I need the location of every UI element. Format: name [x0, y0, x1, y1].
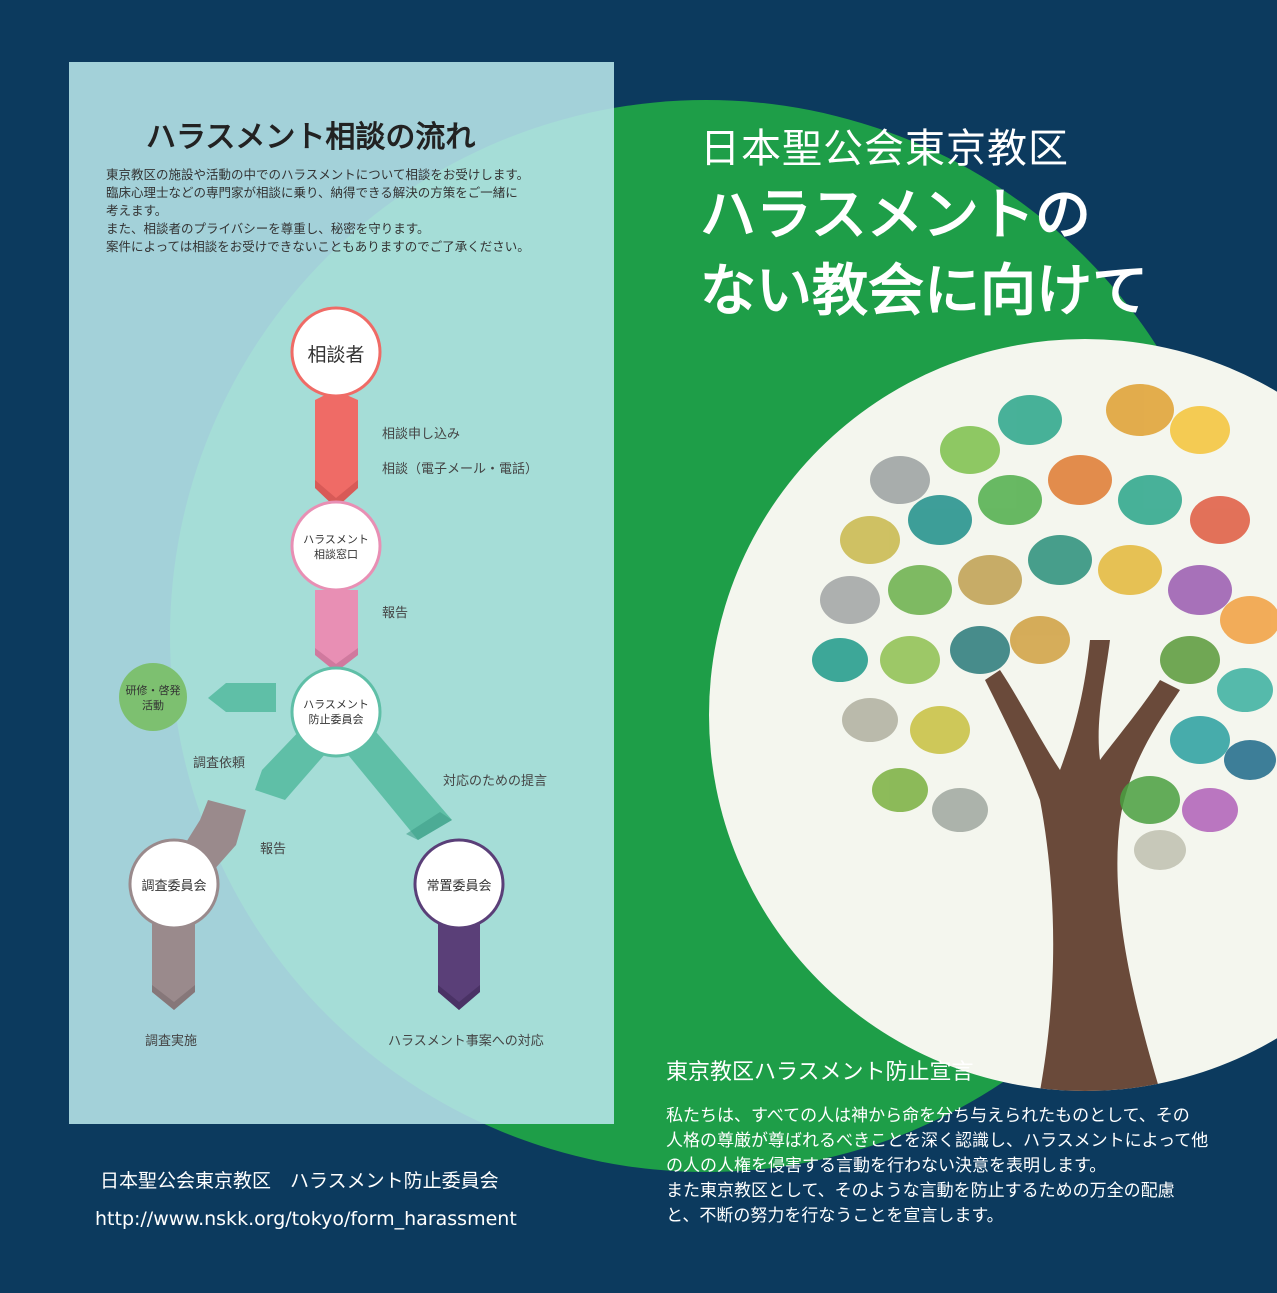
label-report2: 報告 [260, 842, 287, 857]
arrow-apply [315, 390, 358, 508]
declaration-line: また東京教区として、そのような言動を防止するための万全の配慮 [666, 1181, 1175, 1201]
arrow-training [208, 683, 276, 712]
node-committee-line2: 防止委員会 [308, 713, 364, 726]
intro-line: 臨床心理士などの専門家が相談に乗り、納得できる解決の方策をご一緒に [106, 185, 518, 200]
node-training-line2: 活動 [142, 699, 164, 712]
arrow-proposal [340, 725, 452, 840]
node-investigation: 調査委員会 [141, 879, 207, 894]
node-training-line1: 研修・啓発 [125, 684, 181, 697]
flow-title: ハラスメント相談の流れ [146, 120, 476, 155]
footer-url[interactable]: http://www.nskk.org/tokyo/form_harassmen… [95, 1208, 517, 1230]
arrow-report1 [315, 590, 358, 672]
declaration-line: の人の人権を侵害する言動を行わない決意を表明します。 [666, 1156, 1107, 1176]
node-window: ハラスメント 相談窓口 [292, 532, 380, 562]
node-committee-line1: ハラスメント [303, 698, 369, 711]
declaration-line: と、不断の努力を行なうことを宣言します。 [666, 1206, 1004, 1226]
node-standing: 常置委員会 [426, 879, 492, 894]
node-training: 研修・啓発 活動 [119, 683, 187, 713]
arrow-response [438, 918, 480, 1010]
hand-leaves [812, 384, 1277, 870]
tree-trunk [985, 640, 1180, 1091]
label-investigate: 調査実施 [145, 1034, 198, 1049]
label-request: 調査依頼 [193, 756, 246, 771]
node-window-line2: 相談窓口 [314, 548, 358, 561]
intro-line: 考えます。 [106, 203, 168, 218]
flow-intro: 東京教区の施設や活動の中でのハラスメントについて相談をお受けします。 臨床心理士… [106, 166, 586, 256]
node-consulter-ring [290, 306, 382, 398]
intro-line: 案件によっては相談をお受けできないこともありますのでご了承ください。 [106, 239, 530, 254]
node-standing-ring [413, 838, 505, 930]
node-window-line1: ハラスメント [303, 533, 369, 546]
intro-line: また、相談者のプライバシーを尊重し、秘密を守ります。 [106, 221, 430, 236]
org-title: 日本聖公会東京教区 [700, 126, 1069, 172]
node-committee: ハラスメント 防止委員会 [292, 697, 380, 727]
intro-line: 東京教区の施設や活動の中でのハラスメントについて相談をお受けします。 [106, 167, 530, 182]
node-consulter: 相談者 [307, 344, 365, 366]
footer-org: 日本聖公会東京教区 ハラスメント防止委員会 [100, 1170, 499, 1192]
label-consult-method: 相談（電子メール・電話） [382, 462, 539, 477]
label-proposal: 対応のための提言 [443, 774, 548, 789]
declaration-body: 私たちは、すべての人は神から命を分ち与えられたものとして、その 人格の尊厳が尊ば… [666, 1104, 1226, 1229]
declaration-line: 私たちは、すべての人は神から命を分ち与えられたものとして、その [666, 1106, 1190, 1126]
label-report1: 報告 [382, 606, 409, 621]
node-committee-ring [290, 666, 382, 758]
node-training-ring [119, 663, 187, 731]
headline-line2: ない教会に向けて [700, 259, 1148, 324]
declaration-title: 東京教区ハラスメント防止宣言 [666, 1060, 974, 1085]
arrow-investigate [152, 918, 195, 1010]
label-apply: 相談申し込み [382, 427, 461, 442]
node-investigation-ring [128, 838, 220, 930]
headline: ハラスメントの ない教会に向けて [700, 178, 1148, 330]
declaration-line: 人格の尊厳が尊ばれるべきことを深く認識し、ハラスメントによって他 [666, 1131, 1209, 1151]
headline-line1: ハラスメントの [700, 183, 1091, 248]
label-response: ハラスメント事案への対応 [388, 1034, 544, 1049]
node-window-ring [290, 500, 382, 592]
